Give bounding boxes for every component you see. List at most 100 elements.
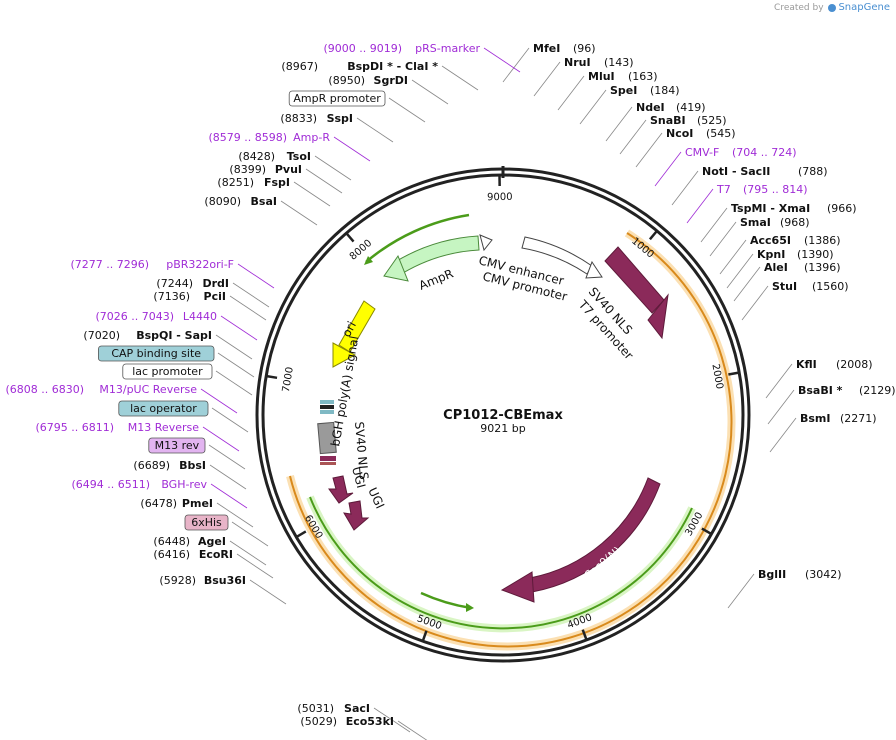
site-position: (6689) xyxy=(133,459,170,472)
site-position: (184) xyxy=(650,84,680,97)
sv40-nls-left-label: SV40 NLS xyxy=(352,421,371,480)
site-label: KpnI xyxy=(757,248,785,261)
site-label: PmeI xyxy=(182,497,213,510)
site-label: BspDI * - ClaI * xyxy=(347,60,438,73)
orf-green-top xyxy=(365,213,470,263)
tick-line xyxy=(581,629,589,642)
site-position: (143) xyxy=(604,56,634,69)
site-label: Eco53kI xyxy=(346,715,394,728)
tick-line xyxy=(701,527,713,536)
feature-box-label: 6xHis xyxy=(191,516,222,529)
site-label: PvuI xyxy=(275,163,302,176)
leader-line xyxy=(700,207,728,243)
leader-line xyxy=(305,168,343,194)
tick-line xyxy=(294,530,307,539)
site-label: Bsu36I xyxy=(204,574,246,587)
site-label: SpeI xyxy=(610,84,637,97)
site-label: SgrDI xyxy=(374,74,408,87)
leader-line xyxy=(741,285,769,321)
ori-arrowhead xyxy=(332,342,357,368)
tick-line xyxy=(264,374,278,380)
leader-line xyxy=(769,417,797,453)
leader-line xyxy=(210,483,248,509)
site-position: (6795 .. 6811) xyxy=(35,421,114,434)
leader-line xyxy=(635,132,663,168)
site-position: (6494 .. 6511) xyxy=(71,478,150,491)
leader-line xyxy=(229,295,267,321)
ampr-arrow xyxy=(394,235,480,274)
feature-box-label: lac promoter xyxy=(132,365,203,378)
leader-line xyxy=(216,502,254,528)
site-position: (8399) xyxy=(229,163,266,176)
site-position: (5031) xyxy=(297,702,334,715)
site-label: L4440 xyxy=(183,310,217,323)
feature-box xyxy=(98,345,215,362)
ampr-promoter-arrow xyxy=(479,234,493,252)
plasmid-length: 9021 bp xyxy=(480,422,525,435)
site-position: (7020) xyxy=(83,329,120,342)
leader-line xyxy=(229,540,267,566)
ampr-arrowhead xyxy=(383,254,409,282)
orf-green-line xyxy=(309,496,693,630)
site-position: (2271) xyxy=(840,412,877,425)
apobec-arrowhead xyxy=(647,293,669,340)
site-position: (7026 .. 7043) xyxy=(95,310,174,323)
site-position: (2129) xyxy=(859,384,896,397)
leader-line xyxy=(236,553,274,579)
site-position: (1390) xyxy=(797,248,834,261)
site-label: pBR322ori-F xyxy=(166,258,234,271)
leader-line xyxy=(208,444,246,470)
site-position: (968) xyxy=(780,216,810,229)
site-label: BspQI - SapI xyxy=(136,329,212,342)
tick-line xyxy=(421,630,428,643)
site-label: AgeI xyxy=(198,535,226,548)
leader-line xyxy=(441,65,479,91)
tick-line xyxy=(344,231,355,243)
leader-line xyxy=(202,426,240,452)
site-label: KflI xyxy=(796,358,817,371)
site-label: BbsI xyxy=(179,459,206,472)
orf-green-top-arrow xyxy=(364,256,373,265)
site-position: (5029) xyxy=(300,715,337,728)
leader-line xyxy=(280,200,318,226)
site-label: CMV-F xyxy=(685,146,719,159)
feature-box-label: CAP binding site xyxy=(111,347,201,360)
site-label: BGH-rev xyxy=(161,478,207,491)
leader-line xyxy=(232,282,270,308)
site-label: SnaBI xyxy=(650,114,686,127)
site-position: (545) xyxy=(706,127,736,140)
site-label: BglII xyxy=(758,568,786,581)
bgh-box xyxy=(317,421,337,455)
site-position: (8833) xyxy=(280,112,317,125)
credit-text: Created by xyxy=(774,3,824,13)
leader-line xyxy=(215,334,253,360)
lac-feature-box-3 xyxy=(320,410,334,414)
leader-line xyxy=(765,363,793,399)
feature-box xyxy=(122,363,213,380)
site-position: (96) xyxy=(573,42,596,55)
leader-line xyxy=(231,521,269,547)
leader-line xyxy=(215,370,253,396)
site-label: MluI xyxy=(588,70,615,83)
site-label: BsaBI * xyxy=(798,384,843,397)
site-position: (3042) xyxy=(805,568,842,581)
leader-line xyxy=(314,155,352,181)
site-position: (5928) xyxy=(159,574,196,587)
site-label: pRS-marker xyxy=(415,42,480,55)
site-label: NruI xyxy=(564,56,591,69)
sv40-nls-left-box xyxy=(320,456,336,461)
site-label: BsaI xyxy=(251,195,277,208)
label-leaders xyxy=(200,47,797,740)
leader-line xyxy=(557,75,585,111)
leader-line xyxy=(619,119,647,155)
cmv-arrowhead xyxy=(585,260,603,279)
site-position: (8967) xyxy=(281,60,318,73)
leader-line xyxy=(388,97,426,123)
snapgene-logo-icon xyxy=(828,3,837,12)
ugi-arrow-2 xyxy=(343,500,370,531)
site-label: FspI xyxy=(264,176,290,189)
tick-label: 9000 xyxy=(487,192,513,203)
leader-line xyxy=(373,707,411,733)
leader-line xyxy=(483,47,521,73)
